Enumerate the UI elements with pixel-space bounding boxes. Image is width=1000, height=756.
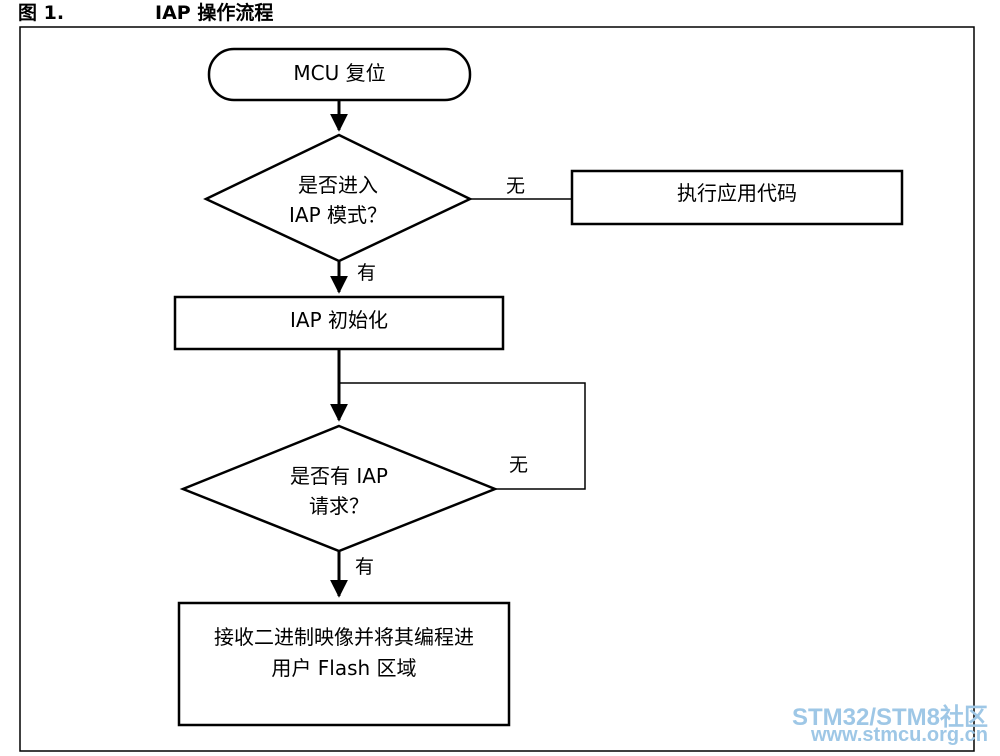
- node-enter-iap-label-line2: IAP 模式？: [289, 203, 387, 227]
- node-mcu-reset-label: MCU 复位: [293, 61, 386, 85]
- watermark-site-url: www.stmcu.org.cn: [810, 724, 988, 746]
- node-iap-request-label-line2: 请求？: [309, 494, 369, 518]
- node-run-app-code-label: 执行应用代码: [677, 181, 797, 205]
- edge-label-enter-yes: 有: [357, 262, 377, 284]
- figure-number: 图 1.: [18, 2, 65, 24]
- node-iap-init-label: IAP 初始化: [290, 308, 388, 332]
- figure-frame: [19, 26, 975, 752]
- node-receive-program-label-line2: 用户 Flash 区域: [271, 656, 417, 680]
- node-receive-program-label-line1: 接收二进制映像并将其编程进: [214, 625, 474, 649]
- figure-title: IAP 操作流程: [155, 2, 274, 24]
- node-enter-iap-label-line1: 是否进入: [298, 173, 378, 197]
- edge-label-enter-no: 无: [506, 175, 526, 197]
- edge-label-request-no: 无: [509, 454, 529, 476]
- edge-request-no-loop: [339, 382, 586, 490]
- watermark-site-name: STM32/STM8社区: [791, 704, 988, 731]
- edge-label-request-yes: 有: [355, 556, 375, 578]
- node-receive-program: [177, 601, 511, 727]
- node-iap-init: [173, 295, 505, 351]
- node-iap-request-label-line1: 是否有 IAP: [290, 464, 388, 488]
- node-run-app-code: [570, 169, 904, 226]
